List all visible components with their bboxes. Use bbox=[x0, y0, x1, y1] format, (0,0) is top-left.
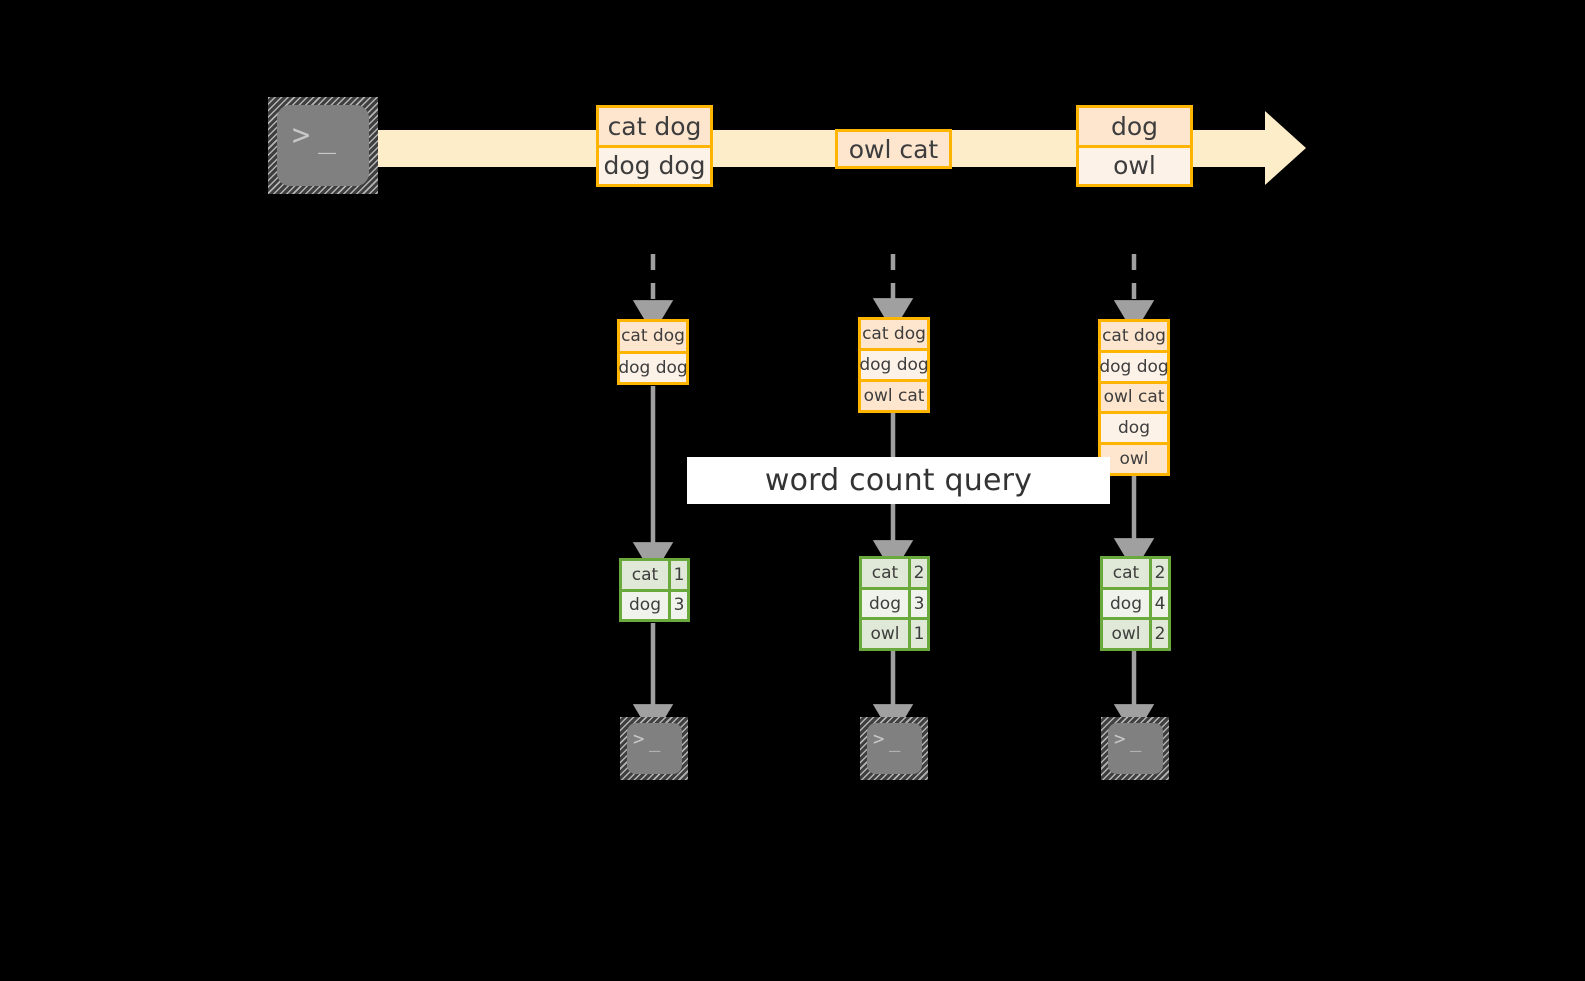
table-cell-count: 2 bbox=[908, 559, 927, 587]
producer-terminal[interactable]: > _ bbox=[268, 97, 378, 194]
terminal-prompt-icon: > bbox=[292, 118, 311, 153]
stream-record-1[interactable]: cat dog dog dog bbox=[596, 105, 713, 187]
sink-terminal-stage-3[interactable]: > _ bbox=[1101, 717, 1169, 780]
table-cell-word: dog bbox=[622, 591, 668, 619]
table-row: dog 4 bbox=[1103, 586, 1168, 618]
stream-record-3[interactable]: dog owl bbox=[1076, 105, 1193, 187]
table-cell-word: cat bbox=[622, 561, 668, 589]
terminal-cursor-icon: _ bbox=[889, 730, 901, 752]
table-cell-word: cat bbox=[862, 559, 908, 587]
terminal-prompt-icon: > bbox=[873, 728, 885, 750]
table-cell-count: 1 bbox=[908, 620, 927, 649]
buffer-stage-1[interactable]: cat dog dog dog bbox=[617, 319, 689, 385]
result-table-stage-3[interactable]: cat 2 dog 4 owl 2 bbox=[1100, 556, 1171, 651]
table-row: cat 2 bbox=[1103, 559, 1168, 587]
stream-record-line: dog dog bbox=[599, 144, 710, 184]
table-cell-count: 3 bbox=[908, 589, 927, 618]
buffer-line: dog dog bbox=[1099, 349, 1169, 381]
terminal-cursor-icon: _ bbox=[1130, 730, 1142, 752]
buffer-line: owl bbox=[1101, 442, 1167, 473]
terminal-face bbox=[1108, 723, 1163, 774]
terminal-cursor-icon: _ bbox=[649, 730, 661, 752]
query-label: word count query bbox=[764, 463, 1033, 498]
table-row: dog 3 bbox=[622, 588, 687, 619]
table-row: cat 2 bbox=[862, 559, 927, 587]
table-row: owl 1 bbox=[862, 617, 927, 649]
table-cell-word: dog bbox=[862, 589, 908, 618]
terminal-prompt-icon: > bbox=[633, 728, 645, 750]
table-cell-count: 2 bbox=[1149, 620, 1168, 649]
terminal-cursor-icon: _ bbox=[318, 120, 337, 155]
stream-record-line: cat dog bbox=[599, 108, 710, 145]
sink-terminal-stage-2[interactable]: > _ bbox=[860, 717, 928, 780]
buffer-line: owl cat bbox=[861, 379, 927, 410]
buffer-line: cat dog bbox=[620, 322, 686, 351]
buffer-line: cat dog bbox=[1101, 322, 1167, 350]
stream-record-line: dog bbox=[1079, 108, 1190, 145]
table-cell-count: 4 bbox=[1149, 589, 1168, 618]
table-cell-count: 1 bbox=[668, 561, 687, 589]
table-row: dog 3 bbox=[862, 586, 927, 618]
buffer-line: cat dog bbox=[861, 320, 927, 348]
query-label-band: word count query bbox=[687, 457, 1110, 504]
terminal-face bbox=[277, 105, 369, 186]
stream-record-line: owl cat bbox=[838, 132, 949, 166]
table-cell-word: dog bbox=[1103, 589, 1149, 618]
stream-record-2[interactable]: owl cat bbox=[835, 129, 952, 169]
result-table-stage-2[interactable]: cat 2 dog 3 owl 1 bbox=[859, 556, 930, 651]
terminal-face bbox=[627, 723, 682, 774]
result-table-stage-1[interactable]: cat 1 dog 3 bbox=[619, 558, 690, 622]
stream-record-line: owl bbox=[1079, 144, 1190, 184]
terminal-face bbox=[867, 723, 922, 774]
table-row: owl 2 bbox=[1103, 617, 1168, 649]
table-cell-count: 2 bbox=[1149, 559, 1168, 587]
table-cell-count: 3 bbox=[668, 591, 687, 619]
table-row: cat 1 bbox=[622, 561, 687, 589]
table-cell-word: cat bbox=[1103, 559, 1149, 587]
buffer-line: dog dog bbox=[859, 348, 929, 379]
buffer-line: dog bbox=[1101, 411, 1167, 443]
terminal-prompt-icon: > bbox=[1114, 728, 1126, 750]
buffer-stage-3[interactable]: cat dog dog dog owl cat dog owl bbox=[1098, 319, 1170, 476]
table-cell-word: owl bbox=[1103, 620, 1149, 649]
sink-terminal-stage-1[interactable]: > _ bbox=[620, 717, 688, 780]
buffer-line: owl cat bbox=[1101, 380, 1167, 412]
buffer-line: dog dog bbox=[618, 350, 688, 382]
table-cell-word: owl bbox=[862, 620, 908, 649]
buffer-stage-2[interactable]: cat dog dog dog owl cat bbox=[858, 317, 930, 413]
event-stream-arrowhead bbox=[1265, 111, 1306, 185]
